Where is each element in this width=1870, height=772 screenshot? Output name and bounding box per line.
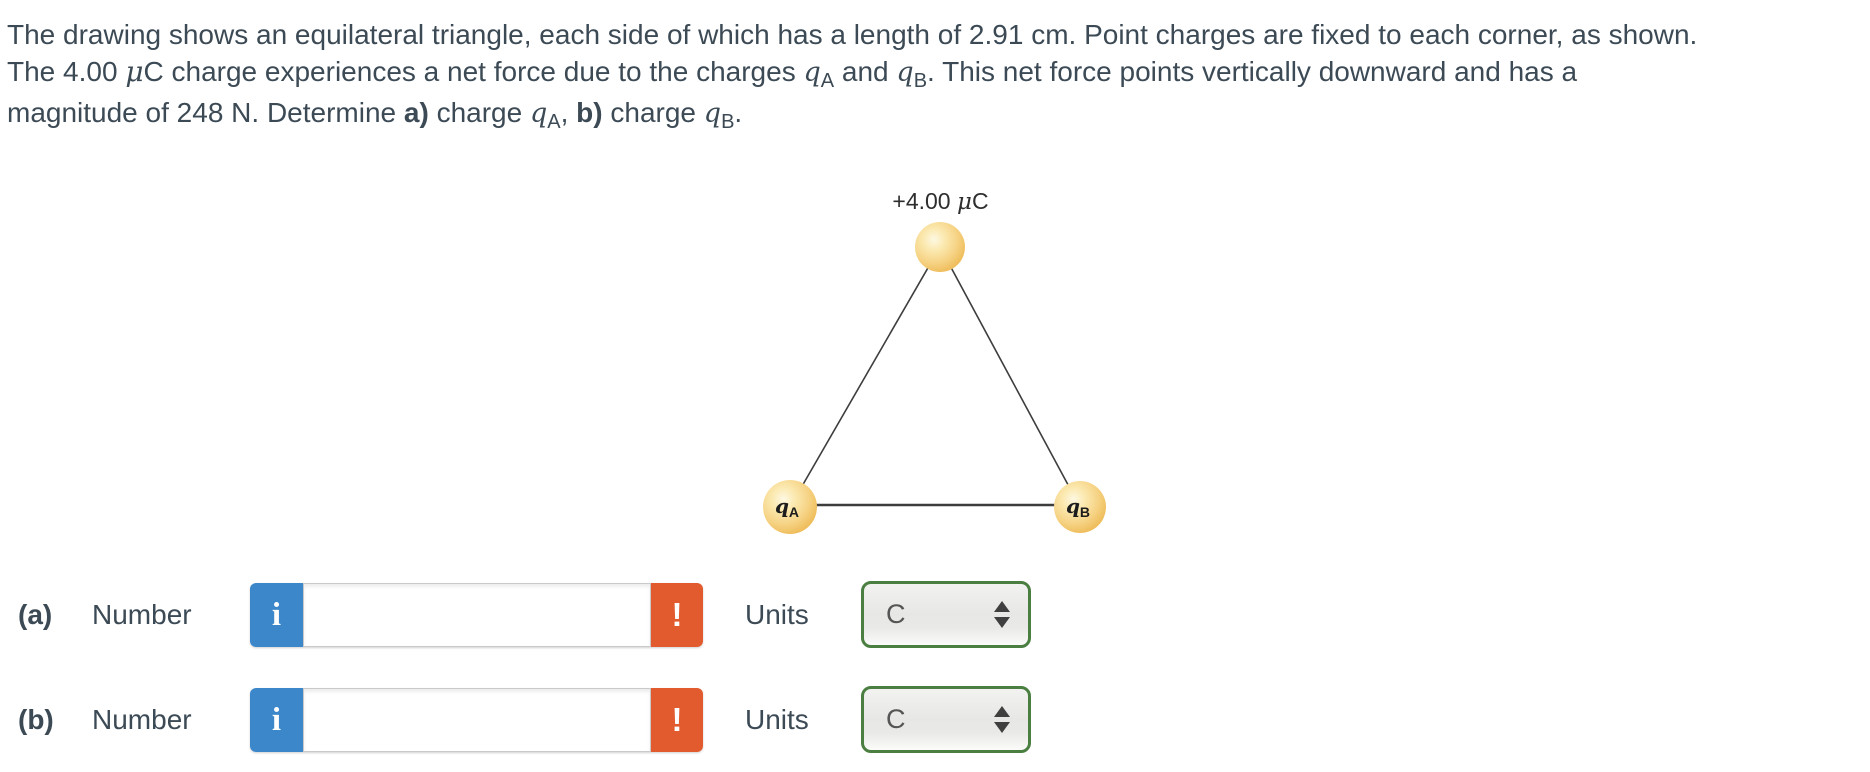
problem-statement: The drawing shows an equilateral triangl… xyxy=(7,16,1869,135)
required-alert-badge: ! xyxy=(651,583,703,647)
problem-line-2: The 4.00 μC charge experiences a net for… xyxy=(7,55,1578,92)
units-select-value: C xyxy=(886,704,906,734)
part-a-label: (a) xyxy=(18,599,53,630)
answer-a-input-group: i ! xyxy=(250,583,703,647)
alert-icon: ! xyxy=(671,701,683,738)
number-label: Number xyxy=(92,704,192,735)
problem-line-1: The drawing shows an equilateral triangl… xyxy=(7,19,1698,50)
top-charge-value-label: +4.00 μC xyxy=(892,188,989,215)
answer-b-input[interactable] xyxy=(303,688,651,752)
select-arrows-icon xyxy=(994,601,1010,628)
q-a-variable: q xyxy=(803,57,821,88)
number-label: Number xyxy=(92,599,192,630)
q-b-variable: q xyxy=(896,57,914,88)
top-charge-sphere xyxy=(915,222,965,272)
part-a-marker: a) xyxy=(403,97,429,128)
info-button[interactable]: i xyxy=(250,688,303,752)
charge-qa-label: qA xyxy=(774,494,800,520)
left-charge-sphere xyxy=(763,480,817,534)
triangle-right-side xyxy=(939,246,1081,508)
units-label: Units xyxy=(745,599,809,630)
answer-row-b: (b) Number i ! Units C xyxy=(0,686,1100,753)
answer-row-a: (a) Number i ! Units C xyxy=(0,581,1100,648)
right-charge-sphere xyxy=(1054,481,1106,533)
select-arrows-icon xyxy=(994,706,1010,733)
mu-symbol: μ xyxy=(957,189,972,215)
required-alert-badge: ! xyxy=(651,688,703,752)
units-select-value: C xyxy=(886,599,906,629)
charge-triangle-diagram: +4.00 μC qA qB xyxy=(700,180,1140,560)
q-a-variable: q xyxy=(529,98,548,129)
charge-qb-label: qB xyxy=(1065,494,1091,520)
info-icon: i xyxy=(271,701,282,738)
info-button[interactable]: i xyxy=(250,583,303,647)
info-icon: i xyxy=(271,596,282,633)
units-select-a[interactable]: C xyxy=(861,581,1031,648)
q-b-variable: q xyxy=(703,98,722,129)
answer-b-input-group: i ! xyxy=(250,688,703,752)
units-label: Units xyxy=(745,704,809,735)
part-b-marker: b) xyxy=(576,97,603,128)
answer-a-input[interactable] xyxy=(303,583,651,647)
mu-symbol: μ xyxy=(125,55,144,88)
part-b-label: (b) xyxy=(18,704,54,735)
triangle-left-side xyxy=(789,246,941,508)
units-select-b[interactable]: C xyxy=(861,686,1031,753)
problem-line-3: magnitude of 248 N. Determine a) charge … xyxy=(7,97,743,133)
alert-icon: ! xyxy=(671,596,683,633)
triangle-figure xyxy=(763,222,1106,534)
